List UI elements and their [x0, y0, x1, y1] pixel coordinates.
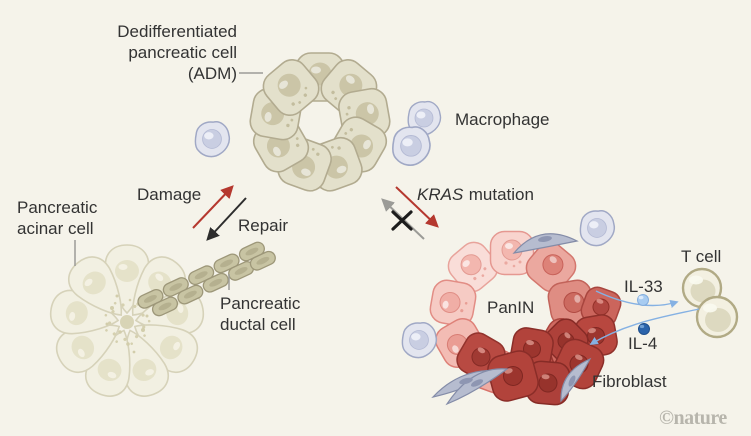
repair-label: Repair	[238, 216, 289, 235]
il33-dot-icon	[637, 294, 649, 306]
il4-label: IL-4	[628, 334, 658, 353]
panin-cluster	[456, 286, 622, 406]
fibroblast-icon	[431, 233, 592, 406]
macrophage-icon	[391, 126, 431, 167]
il4-arrow	[589, 308, 700, 345]
macrophage-label: Macrophage	[455, 110, 550, 129]
macrophage-icon	[579, 210, 616, 247]
fibroblast-icons	[431, 233, 592, 406]
acinar-label: Pancreatic acinar cell	[17, 198, 98, 238]
repair-arrow	[206, 197, 247, 241]
block-x-icon	[391, 210, 413, 231]
macrophage-icon	[401, 322, 438, 359]
adm-ring	[247, 52, 393, 196]
adm-label: Dedifferentiated pancreatic cell (ADM)	[117, 22, 237, 83]
il4-dot-icon	[638, 323, 650, 335]
damage-arrow	[192, 185, 234, 229]
tcell-label: T cell	[681, 247, 722, 266]
nature-watermark: ©nature	[659, 407, 727, 429]
fibroblast-label: Fibroblast	[592, 372, 667, 391]
il33-label: IL-33	[624, 277, 663, 296]
kras-mutation-arrow	[395, 186, 439, 228]
acinar-rosette	[46, 244, 208, 403]
t-cell-icons	[681, 267, 739, 339]
ductal-label: Pancreatic ductal cell	[220, 294, 301, 334]
panin-label: PanIN	[487, 298, 535, 317]
leader-lines	[74, 72, 263, 290]
macrophage-icon	[194, 121, 231, 158]
damage-label: Damage	[137, 185, 202, 204]
acinar-speckles	[105, 294, 149, 354]
